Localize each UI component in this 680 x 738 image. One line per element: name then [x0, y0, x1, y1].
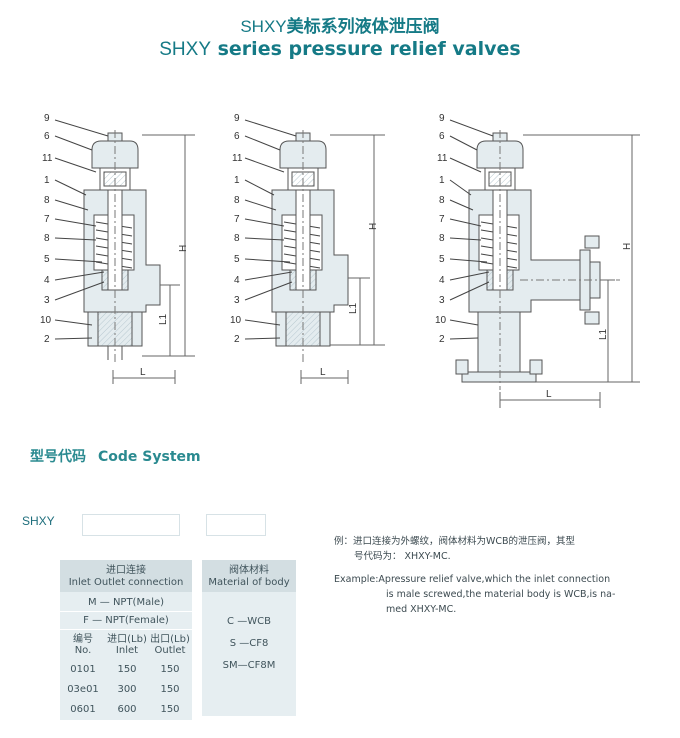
example-cn: 例：进口连接为外螺纹，阀体材料为WCB的泄压阀，其型 号代码为： XHXY-MC…	[334, 534, 575, 564]
valve-drawings: 9 6 11 1 8 7 8 5 4 3 10 2 9 6 11 1 8 7 8…	[40, 113, 640, 408]
inlet-header-en: Inlet Outlet connection	[68, 577, 184, 588]
col-header-no: 编号 No.	[64, 634, 102, 656]
title-english-prefix: SHXY	[159, 39, 211, 60]
example-en-line-1: Example:Apressure relief valve,which the…	[334, 574, 611, 585]
label-d3-11: 2	[439, 334, 445, 345]
label-d2-4: 8	[234, 195, 240, 206]
inlet-header-cn: 进口连接	[106, 565, 146, 576]
example-en-line-2: is male screwed,the material body is WCB…	[386, 589, 616, 600]
label-d3-0: 9	[439, 113, 445, 124]
label-d3-10: 10	[435, 315, 447, 326]
label-d1-11: 2	[44, 334, 50, 345]
connection-type-female: F — NPT(Female)	[60, 612, 192, 630]
title-chinese-prefix: SHXY	[240, 17, 287, 36]
material-header-cn: 阀体材料	[229, 565, 269, 576]
example-cn-line-1: 例：进口连接为外螺纹，阀体材料为WCB的泄压阀，其型	[334, 536, 576, 547]
col-outlet-cn: 出口(Lb)	[150, 634, 190, 645]
label-d3-1: 6	[439, 131, 445, 142]
dim-l-d2: L	[320, 367, 326, 378]
dim-l-d1: L	[140, 367, 146, 378]
table-row-3-inlet: 600	[117, 704, 137, 715]
col-header-inlet: 进口(Lb) Inlet	[106, 634, 148, 656]
col-outlet-en: Outlet	[154, 645, 186, 656]
dim-h-d3: H	[622, 243, 633, 250]
code-box-connection	[82, 514, 180, 536]
label-d1-6: 8	[44, 233, 50, 244]
title-chinese: SHXY美标系列液体泄压阀	[0, 12, 680, 37]
material-item-wcb: C —WCB	[227, 616, 271, 627]
drawing-3	[449, 119, 640, 408]
table-row-2-no: 03e01	[67, 684, 99, 695]
inlet-connection-panel: 进口连接 Inlet Outlet connection M — NPT(Mal…	[60, 560, 192, 720]
table-row-3-no: 0601	[70, 704, 96, 715]
label-d2-11: 2	[234, 334, 240, 345]
table-row-1-outlet: 150	[160, 664, 180, 675]
label-d3-8: 4	[439, 275, 445, 286]
table-row-3-outlet: 150	[160, 704, 180, 715]
label-d3-6: 8	[439, 233, 445, 244]
label-d1-5: 7	[44, 214, 50, 225]
table-row-1-inlet: 150	[117, 664, 137, 675]
dim-l-d3: L	[546, 389, 552, 400]
label-d2-5: 7	[234, 214, 240, 225]
col-no-cn: 编号	[73, 634, 93, 645]
col-inlet-en: Inlet	[115, 645, 139, 656]
material-panel-header: 阀体材料 Material of body	[202, 560, 296, 592]
code-prefix: SHXY	[22, 514, 55, 528]
label-d1-1: 6	[44, 131, 50, 142]
material-header-en: Material of body	[208, 577, 290, 588]
label-d2-8: 4	[234, 275, 240, 286]
title-chinese-text: 美标系列液体泄压阀	[286, 17, 440, 37]
label-d2-10: 10	[230, 315, 242, 326]
example-cn-line-2: 号代码为： XHXY-MC.	[354, 551, 451, 562]
code-system-title-cn: 型号代码	[30, 449, 86, 465]
code-system-heading: 型号代码 Code System	[30, 446, 201, 466]
label-d2-7: 5	[234, 254, 240, 265]
drawing-2	[244, 119, 385, 384]
example-en-line-3: med XHXY-MC.	[386, 604, 457, 615]
dim-l1-d2: L1	[348, 302, 359, 314]
label-d3-3: 1	[439, 175, 445, 186]
label-d1-2: 11	[42, 153, 53, 164]
code-system-title-en: Code System	[98, 449, 201, 465]
label-d1-9: 3	[44, 295, 50, 306]
label-d2-1: 6	[234, 131, 240, 142]
dim-h-d2: H	[368, 223, 379, 230]
dim-h-d1: H	[178, 245, 189, 252]
table-row-1-no: 0101	[70, 664, 96, 675]
label-d1-4: 8	[44, 195, 50, 206]
table-row-2-inlet: 300	[117, 684, 137, 695]
example-en: Example:Apressure relief valve,which the…	[334, 572, 615, 617]
material-panel: 阀体材料 Material of body C —WCB S —CF8 SM—C…	[202, 560, 296, 716]
label-d1-3: 1	[44, 175, 50, 186]
dim-l1-d1: L1	[158, 313, 169, 325]
col-header-outlet: 出口(Lb) Outlet	[150, 634, 190, 656]
label-d3-4: 8	[439, 195, 445, 206]
col-inlet-cn: 进口(Lb)	[107, 634, 147, 645]
label-d1-10: 10	[40, 315, 52, 326]
title-english: SHXY series pressure relief valves	[0, 38, 680, 61]
label-d2-2: 11	[232, 153, 243, 164]
label-d2-0: 9	[234, 113, 240, 124]
label-d2-9: 3	[234, 295, 240, 306]
connection-type-male: M — NPT(Male)	[60, 594, 192, 612]
material-item-cf8: S —CF8	[229, 638, 269, 649]
label-d1-0: 9	[44, 113, 50, 124]
title-english-text: series pressure relief valves	[211, 38, 521, 60]
code-box-material	[206, 514, 266, 536]
label-d2-6: 8	[234, 233, 240, 244]
label-d3-9: 3	[439, 295, 445, 306]
table-row-2-outlet: 150	[160, 684, 180, 695]
col-no-en: No.	[74, 645, 92, 656]
label-d1-7: 5	[44, 254, 50, 265]
label-d2-3: 1	[234, 175, 240, 186]
material-item-cf8m: SM—CF8M	[222, 660, 276, 671]
label-d1-8: 4	[44, 275, 50, 286]
label-d3-7: 5	[439, 254, 445, 265]
label-d3-5: 7	[439, 214, 445, 225]
inlet-panel-header: 进口连接 Inlet Outlet connection	[60, 560, 192, 592]
drawing-1	[54, 119, 195, 384]
label-d3-2: 11	[437, 153, 448, 164]
dim-l1-d3: L1	[598, 328, 609, 340]
